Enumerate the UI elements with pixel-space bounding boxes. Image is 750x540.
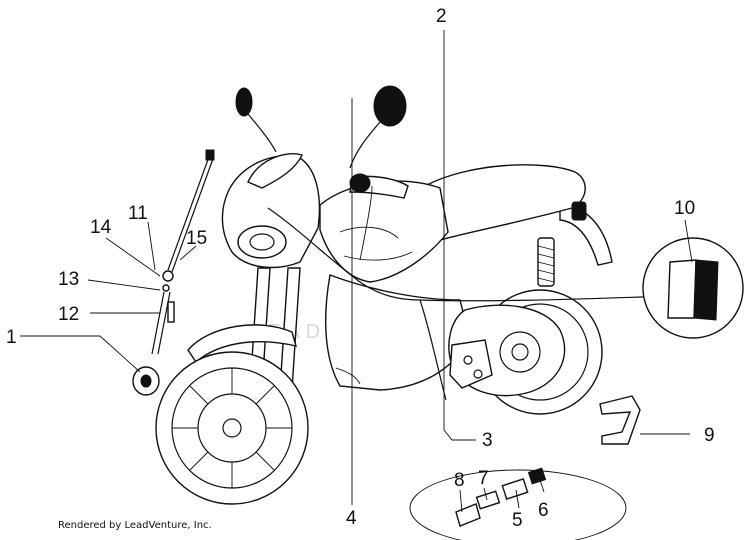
detail-circle-10 [642, 237, 744, 339]
windscreen [247, 153, 303, 189]
callout-13: 13 [58, 269, 79, 290]
callout-5: 5 [512, 510, 523, 531]
callout-11: 11 [128, 203, 148, 224]
body-panel [319, 180, 449, 283]
callout-2: 2 [436, 6, 447, 27]
cable-part-7 [475, 490, 501, 510]
front-wheel [155, 351, 309, 505]
callout-9: 9 [704, 425, 715, 446]
callouts: 1 2 3 4 5 6 7 8 9 10 11 12 13 14 15 [6, 6, 715, 531]
speedometer-cable [167, 149, 215, 273]
footer-credit: Rendered by LeadVenture, Inc. [58, 520, 212, 531]
motorcycle-illustration [155, 85, 613, 505]
seat [424, 164, 586, 241]
bracket-part [599, 395, 641, 445]
frame [324, 274, 471, 391]
callout-4: 4 [346, 508, 357, 529]
right-mirror [349, 85, 407, 169]
left-mirror [235, 87, 277, 153]
callout-8: 8 [454, 470, 465, 491]
cable-end-fittings [151, 270, 175, 355]
callout-1: 1 [6, 327, 17, 348]
leader-lines [20, 30, 693, 513]
callout-15: 15 [186, 228, 207, 249]
callout-10: 10 [674, 198, 695, 219]
front-mudguard [187, 324, 298, 364]
cable-part-5 [501, 478, 529, 500]
callout-14: 14 [90, 217, 112, 238]
cable-part-8 [455, 503, 481, 527]
headlight [237, 225, 287, 259]
callout-6: 6 [538, 500, 549, 521]
drive-gear [132, 366, 160, 396]
callout-3: 3 [482, 430, 493, 451]
rear-shock [537, 201, 587, 287]
cable-part-6 [527, 467, 547, 485]
cables [267, 185, 671, 401]
callout-12: 12 [58, 304, 79, 325]
callout-7: 7 [478, 468, 489, 489]
